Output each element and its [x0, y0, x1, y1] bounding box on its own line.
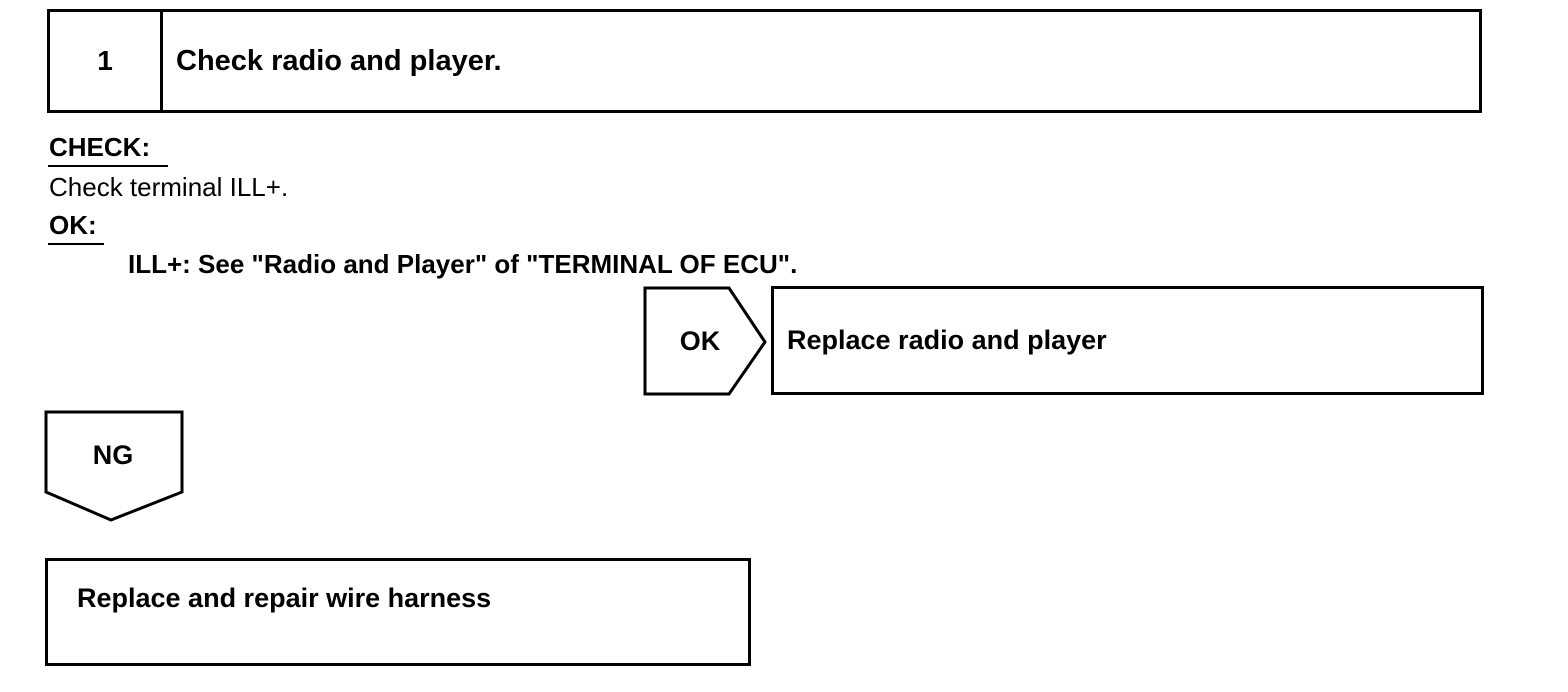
ng-arrow-icon: [44, 410, 184, 522]
check-text: Check terminal ILL+.: [49, 172, 289, 202]
ng-result-box: [45, 558, 751, 666]
ng-result-text: Replace and repair wire harness: [77, 583, 492, 613]
ok-underline: [48, 243, 104, 245]
check-underline: [48, 165, 168, 167]
ok-arrow-label: OK: [679, 325, 721, 356]
step-number: 1: [50, 12, 163, 110]
ok-arrow-icon: [643, 286, 767, 396]
ok-result-box: [771, 286, 1484, 395]
ok-criteria-detail: ILL+: See "Radio and Player" of "TERMINA…: [128, 249, 798, 279]
check-label: CHECK:: [49, 132, 151, 162]
ok-label: OK:: [49, 210, 97, 240]
step-header: 1 Check radio and player.: [47, 9, 1482, 113]
ok-result-text: Replace radio and player: [787, 325, 1107, 355]
ng-arrow-label: NG: [92, 439, 134, 470]
step-title: Check radio and player.: [176, 44, 502, 77]
